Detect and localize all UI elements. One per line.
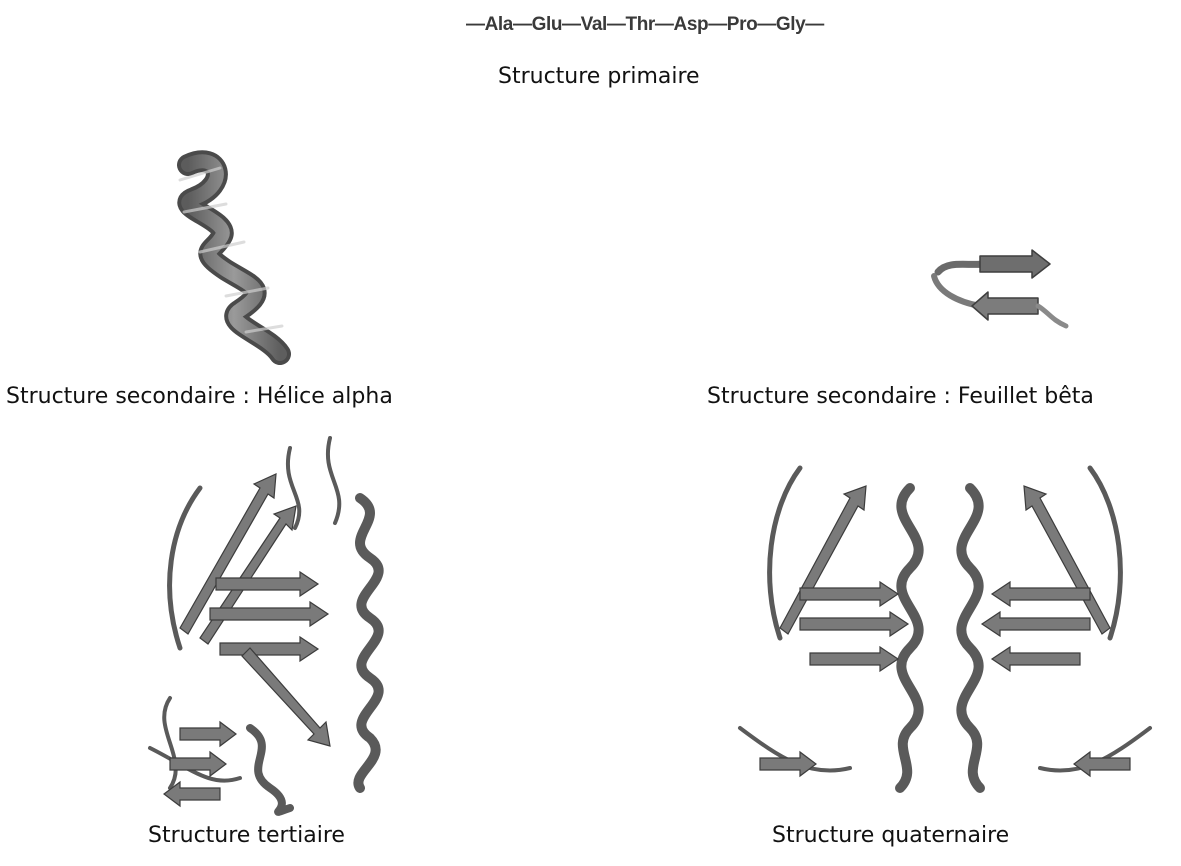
primary-sequence: —Ala—Glu—Val—Thr—Asp—Pro—Gly— [466, 14, 824, 36]
primary-structure-caption: Structure primaire [498, 64, 700, 89]
beta-sheet-illustration [928, 252, 1078, 338]
quaternary-structure-caption: Structure quaternaire [772, 823, 1009, 848]
beta-sheet-caption: Structure secondaire : Feuillet bêta [707, 384, 1094, 409]
tertiary-structure-illustration [130, 428, 420, 818]
quaternary-structure-illustration [720, 428, 1170, 818]
tertiary-structure-caption: Structure tertiaire [148, 823, 345, 848]
alpha-helix-caption: Structure secondaire : Hélice alpha [6, 384, 393, 409]
alpha-helix-illustration [160, 150, 320, 365]
